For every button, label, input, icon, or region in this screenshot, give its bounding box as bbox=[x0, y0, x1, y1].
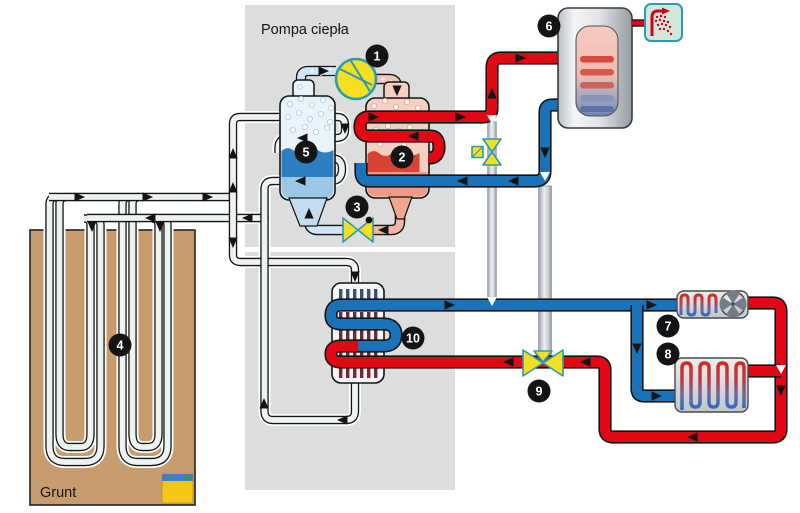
svg-text:8: 8 bbox=[665, 348, 672, 362]
label-radiator: 8 bbox=[656, 342, 680, 366]
label-heat-exchanger: 10 bbox=[401, 326, 425, 350]
label-expansion-valve: 3 bbox=[345, 195, 373, 224]
svg-text:5: 5 bbox=[303, 146, 310, 160]
label-compressor: 1 bbox=[365, 44, 389, 68]
page-title: Pompa ciepła bbox=[261, 22, 350, 38]
svg-text:4: 4 bbox=[117, 339, 124, 353]
label-condenser: 2 bbox=[390, 145, 414, 169]
label-evaporator: 5 bbox=[294, 140, 318, 164]
svg-text:3: 3 bbox=[354, 201, 361, 215]
hot-water-tank bbox=[557, 7, 633, 129]
radiator bbox=[674, 357, 749, 413]
expansion-valve bbox=[342, 217, 374, 243]
svg-text:2: 2 bbox=[399, 151, 406, 165]
label-mixing-valve: 9 bbox=[527, 379, 551, 403]
mixing-valve bbox=[522, 349, 564, 377]
fan-coil-unit bbox=[676, 290, 749, 319]
svg-text:10: 10 bbox=[406, 332, 420, 346]
svg-text:9: 9 bbox=[536, 385, 543, 399]
junction-markers bbox=[487, 115, 786, 374]
tank-coil bbox=[580, 56, 614, 112]
svg-text:1: 1 bbox=[374, 50, 381, 64]
shower-icon bbox=[644, 3, 683, 42]
label-ground-collector: 4 bbox=[108, 333, 132, 357]
motor-valve bbox=[471, 138, 502, 166]
fan-icon bbox=[719, 290, 747, 318]
svg-text:7: 7 bbox=[665, 320, 672, 334]
label-fan-coil-unit: 7 bbox=[656, 314, 680, 338]
soil-icon bbox=[161, 473, 194, 504]
label-hot-water-tank: 6 bbox=[537, 14, 561, 38]
compressor bbox=[334, 57, 378, 101]
ground-label: Grunt bbox=[40, 485, 76, 501]
svg-text:6: 6 bbox=[546, 20, 553, 34]
